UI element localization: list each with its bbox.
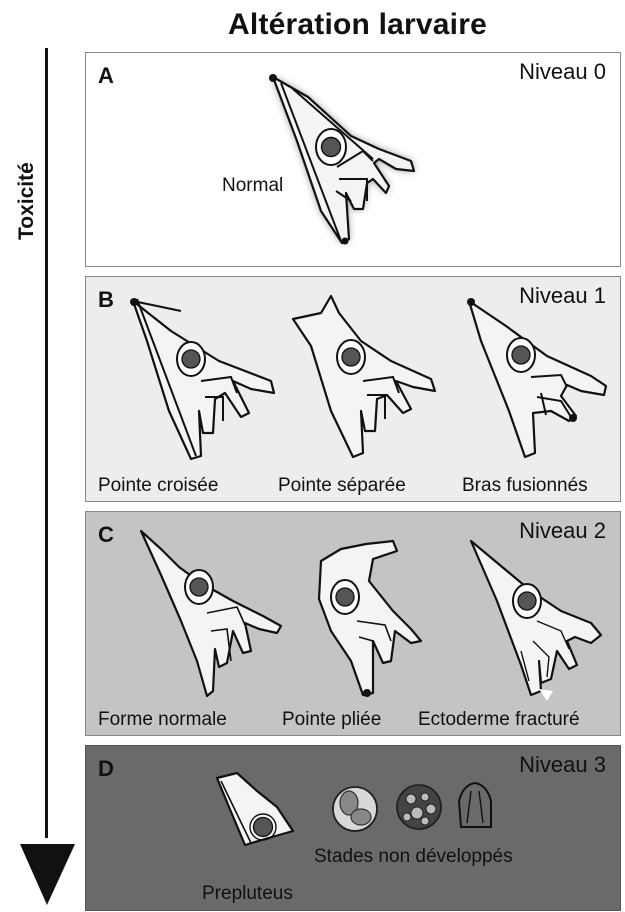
larva-pointe-croisee: [130, 298, 274, 459]
larva-pointe-separee: [293, 296, 435, 457]
panel-d-drawing: [86, 746, 622, 912]
panel-c: C Niveau 2 Forme normale Pointe pliée Ec…: [85, 511, 621, 736]
larva-ectoderme-fracture: [471, 541, 601, 701]
prepluteus-drawing: [217, 773, 293, 845]
undeveloped-stages-drawing: [333, 783, 491, 831]
panel-b: B Niveau 1 Pointe croisée Pointe séparée…: [85, 276, 621, 502]
normal-larva-drawing: [86, 53, 622, 268]
panel-a: A Niveau 0 Normal: [85, 52, 621, 267]
larva-pointe-pliee: [319, 541, 421, 697]
panel-d: D Niveau 3 Prepluteus Stades non dévelop…: [85, 745, 621, 911]
panel-b-larvae-drawing: [86, 277, 622, 503]
panel-c-larvae-drawing: [86, 512, 622, 737]
larva-bras-fusionnes: [467, 298, 606, 457]
larva-forme-normale: [141, 531, 281, 696]
